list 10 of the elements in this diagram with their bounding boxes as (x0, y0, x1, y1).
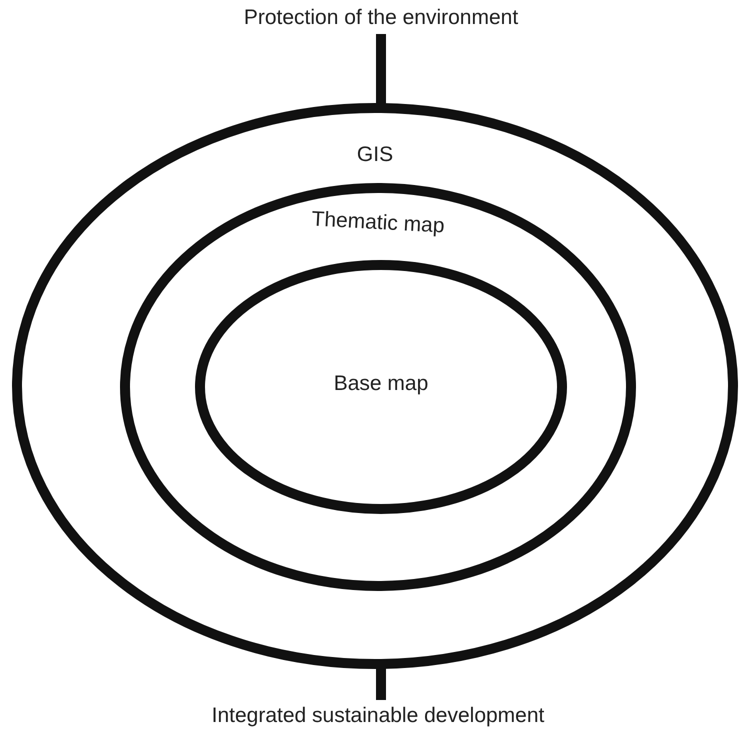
caption-text: Protection of the environment (244, 6, 518, 30)
ellipse-ring (12, 103, 738, 669)
connector-line (376, 34, 386, 105)
ring-label: Thematic map (310, 208, 446, 238)
connector-line (376, 667, 386, 700)
caption-text: Integrated sustainable development (212, 704, 544, 728)
ring-label: GIS (356, 143, 394, 167)
ellipse-ring (120, 183, 636, 591)
ellipse-ring (195, 260, 567, 514)
ring-label: Base map (334, 372, 428, 396)
